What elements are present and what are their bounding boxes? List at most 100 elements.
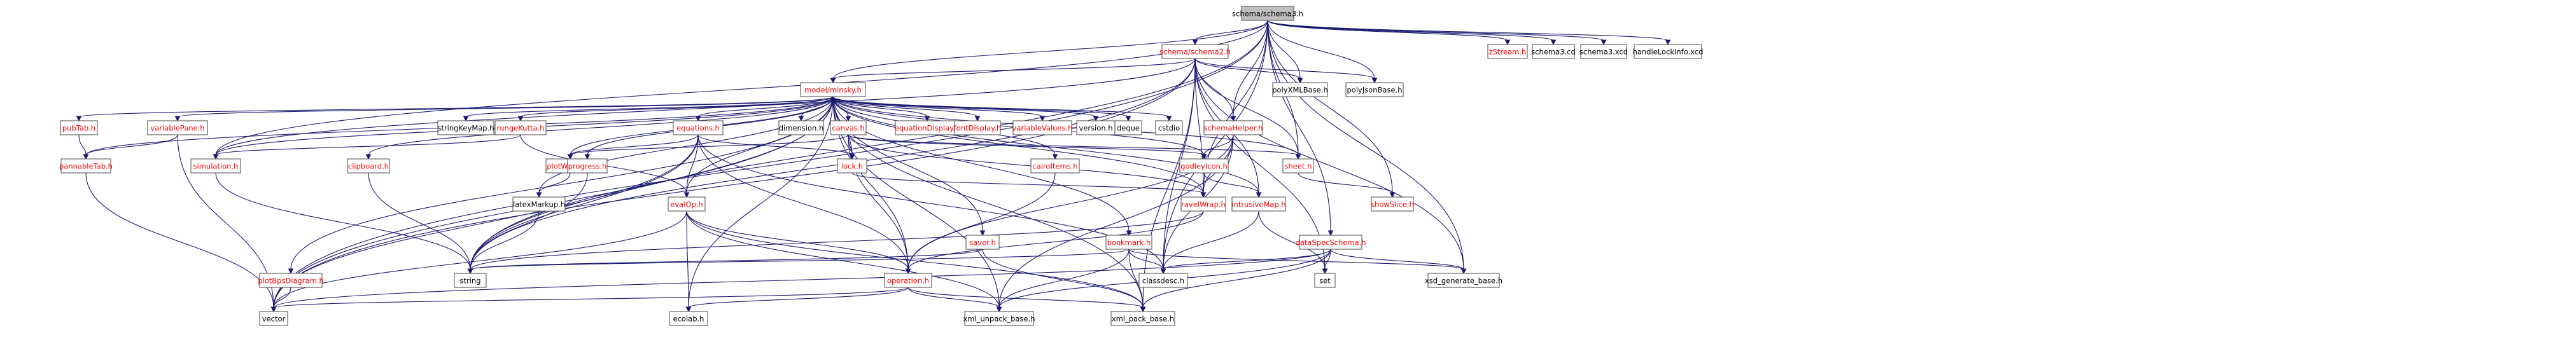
node-dataspecschema-h[interactable]: dataSpecSchema.h [1295,235,1366,250]
edge-model_minsky_h-to-plotbpsdiagram_h [290,96,834,270]
edge-equations_h-to-plotwidget_h [570,134,699,156]
arrowhead-canvas_h-to-sheet_h [1295,154,1301,160]
node-equationdisplay-h[interactable]: equationDisplay.h [895,120,960,135]
node-label: xml_unpack_base.h [963,315,1035,324]
node-label: schemaHelper.h [1204,124,1263,133]
edge-evalop_h-to-operation_h [686,210,909,270]
node-label: intrusiveMap.h [1231,200,1285,209]
node-label: schema/schema2.h [1159,48,1231,57]
arrowhead-model_minsky_h-to-cstdio [1166,116,1172,122]
node-rungekutta-h[interactable]: rungeKutta.h [494,120,547,135]
node-showslice-h[interactable]: showSlice.h [1371,196,1414,212]
arrowhead-schemahelper_h-to-godleyicon_h [1201,154,1207,160]
node-pubtab-h[interactable]: pubTab.h [60,120,98,135]
node-variablevalues-h[interactable]: variableValues.h [1012,120,1073,135]
edge-schema_schema3_h-to-xsd_generate_base_h [1267,20,1464,270]
arrowhead-variablepane_h-to-pannabletab_h [83,154,89,160]
edge-simulation_h-to-string [215,172,471,270]
node-box [347,158,390,174]
node-fontdisplay-h[interactable]: fontDisplay.h [954,120,1002,135]
node-xsd-generate-base-h: xsd_generate_base.h [1425,273,1502,288]
edge-ravelwrap_h-to-operation_h [907,210,1204,270]
node-clipboard-h[interactable]: clipboard.h [347,158,390,174]
node-box [437,120,494,135]
arrowhead-operation_h-to-xml_pack_base_h [1140,306,1146,313]
edge-progress_h-to-string [470,172,588,270]
node-zstream-h[interactable]: zStream.h [1487,44,1528,59]
node-label: cstdio [1158,124,1180,133]
node-box [1114,120,1142,135]
edge-schema_schema3_h-to-classdesc_h [1163,20,1268,270]
arrowhead-model_minsky_h-to-saver_h [979,230,986,236]
edge-model_minsky_h-to-cstdio [832,96,1170,118]
node-model-minsky-h[interactable]: model/minsky.h [800,82,866,97]
arrowhead-model_minsky_h-to-variablepane_h [174,116,181,122]
node-label: progress.h [568,162,607,171]
edge-canvas_h-to-sheet_h [848,134,1299,156]
edge-schema_schema2_h-to-model_minsky_h [832,58,1196,79]
node-lock-h[interactable]: lock.h [837,158,867,174]
arrowhead-model_minsky_h-to-plotbpsdiagram_h [288,268,294,275]
node-box [512,196,566,212]
node-operation-h[interactable]: operation.h [884,273,932,288]
node-sheet-h[interactable]: sheet.h [1282,158,1314,174]
edge-equations_h-to-operation_h [697,134,909,270]
edge-intrusivemap_h-to-set [1258,210,1326,270]
edge-equations_h-to-lock_h [697,134,853,156]
node-bookmark-h[interactable]: bookmark.h [1105,235,1152,250]
edge-cairoitems_h-to-operation_h [907,172,1056,270]
arrowhead-dataspecschema_h-to-classdesc_h [1160,268,1166,275]
edge-canvas_h-to-operation_h [848,134,909,270]
arrowhead-schema_schema3_h-to-schema3_cd [1550,39,1557,46]
arrowhead-model_minsky_h-to-stringkeymap_h [463,116,469,122]
edge-schema_schema2_h-to-polyjsonbase_h [1194,58,1375,79]
node-ecolab-h: ecolab.h [669,311,708,326]
arrowhead-plotwidget_h-to-latexmarkup_h [536,192,542,198]
arrowhead-model_minsky_h-to-rungekutta_h [517,116,524,122]
edge-plotbpsdiagram_h-to-vector [273,287,291,308]
node-deque: deque [1114,120,1142,135]
node-box [1203,120,1263,135]
edge-schema_schema3_h-to-schema_schema2_h [1194,20,1268,41]
node-schemahelper-h[interactable]: schemaHelper.h [1203,120,1263,135]
node-schema3-xcd: schema3.xcd [1579,44,1628,59]
node-variablepane-h[interactable]: variablePane.h [147,120,208,135]
node-box [1580,44,1627,59]
node-dimension-h: dimension.h [778,120,824,135]
node-schema3-cd: schema3.cd [1531,44,1576,59]
node-godleyicon-h[interactable]: godleyIcon.h [1179,158,1229,174]
node-label: xsd_generate_base.h [1425,277,1502,285]
node-simulation-h[interactable]: simulation.h [190,158,241,174]
edge-layer [76,20,1671,313]
node-label: canvas.h [832,124,864,133]
node-equations-h[interactable]: equations.h [673,120,724,135]
node-box [1161,44,1229,59]
node-box [1371,196,1414,212]
edge-bookmark_h-to-classdesc_h [1128,249,1164,270]
edge-canvas_h-to-godleyicon_h [848,134,1205,156]
node-cairoitems-h[interactable]: cairoItems.h [1030,158,1080,174]
node-ravelwrap-h[interactable]: ravelWrap.h [1180,196,1226,212]
arrowhead-godleyicon_h-to-intrusivemap_h [1256,192,1262,198]
node-pannabletab-h[interactable]: pannableTab.h [59,158,113,174]
arrowhead-sheet_h-to-showslice_h [1389,192,1396,198]
node-canvas-h[interactable]: canvas.h [830,120,867,135]
node-saver-h[interactable]: saver.h [965,235,1000,250]
edge-schema_schema3_h-to-string [470,20,1268,270]
node-box [60,120,98,135]
node-schema-schema2-h[interactable]: schema/schema2.h [1159,44,1231,59]
edge-variablepane_h-to-pannabletab_h [85,134,178,156]
node-label: ecolab.h [673,315,704,324]
node-intrusivemap-h[interactable]: intrusiveMap.h [1231,196,1286,212]
node-evalop-h[interactable]: evalOp.h [668,196,706,212]
node-plotbpsdiagram-h[interactable]: plotBpsDiagram.h [258,273,324,288]
node-box [1110,311,1175,326]
node-box [1314,273,1336,288]
edge-evalop_h-to-xml_unpack_base_h [686,210,1000,308]
edge-model_minsky_h-to-clipboard_h [368,96,834,156]
edge-model_minsky_h-to-variablepane_h [177,96,834,118]
node-progress-h[interactable]: progress.h [567,158,608,174]
node-label: variableValues.h [1012,124,1073,133]
node-box [1012,120,1072,135]
edge-godleyicon_h-to-intrusivemap_h [1203,172,1259,194]
